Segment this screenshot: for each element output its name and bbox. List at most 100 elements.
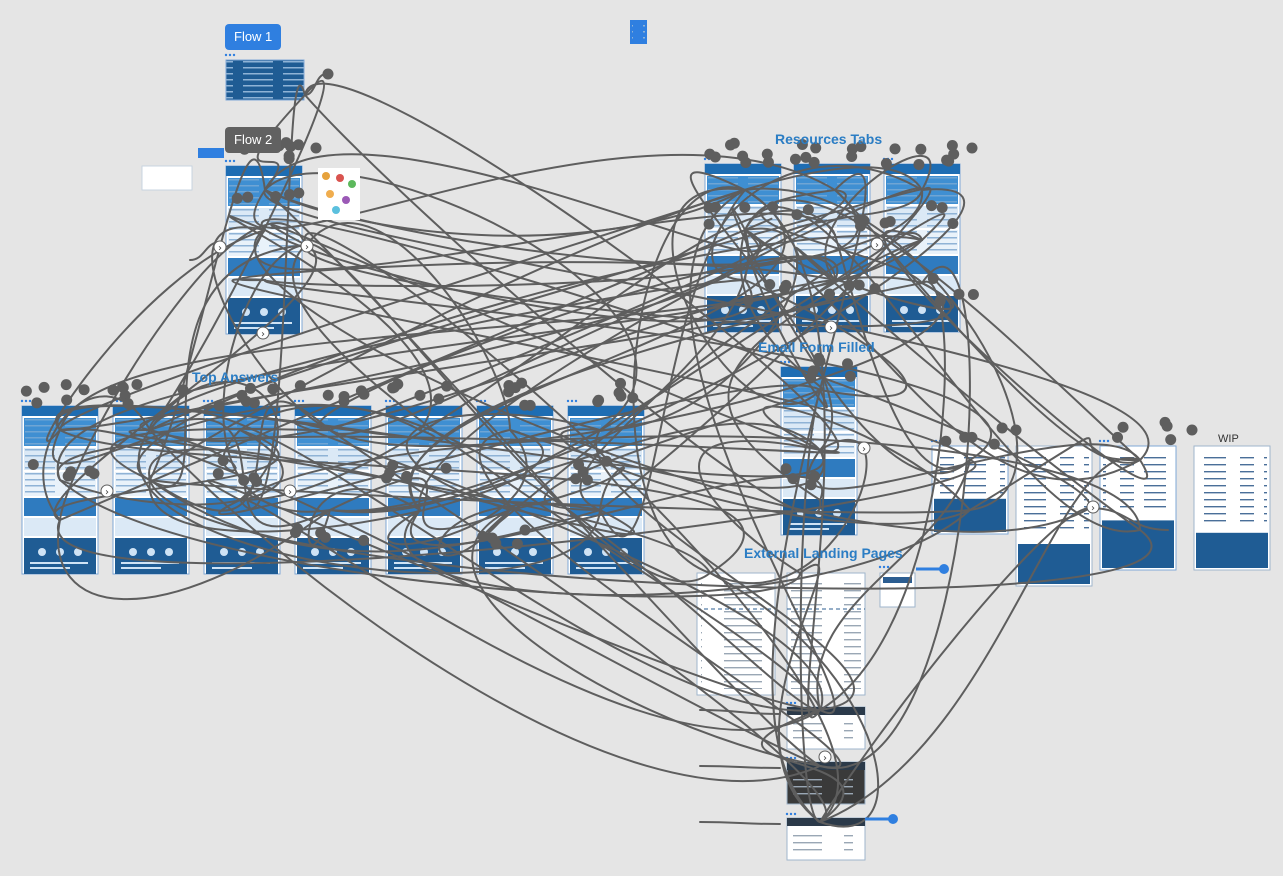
chevron-button xyxy=(256,326,270,340)
hotspot-node xyxy=(791,209,803,221)
connector-wire xyxy=(329,422,821,513)
connector-wire xyxy=(149,479,1153,590)
flow-1-artboard-lines xyxy=(226,60,304,100)
hotspot-node xyxy=(358,534,370,546)
hotspot-node xyxy=(248,472,260,484)
hotspot-node xyxy=(959,431,971,443)
chevron-button xyxy=(1086,500,1100,514)
connector-wire xyxy=(137,234,923,481)
connector-wire xyxy=(239,209,836,502)
hotspot-node xyxy=(787,473,799,485)
hotspot-node xyxy=(31,397,43,409)
hotspot-node xyxy=(1186,424,1198,436)
hotspot-node xyxy=(988,438,1000,450)
hotspot-node xyxy=(117,382,129,394)
chevron-icon: › xyxy=(829,323,833,334)
hotspot-node xyxy=(177,384,189,396)
wip-artboard-footer xyxy=(1196,532,1268,568)
flow-2-tab[interactable]: Flow 2 xyxy=(225,127,282,153)
hotspot-node xyxy=(934,295,946,307)
connector-wire xyxy=(303,232,840,823)
artboard-menu-dots xyxy=(793,756,797,760)
artboard-menu-dots xyxy=(785,812,789,816)
artboard-menu-dots xyxy=(793,701,797,705)
hotspot-node xyxy=(270,191,282,203)
hotspot-node xyxy=(704,148,716,160)
hotspot-node xyxy=(940,435,952,447)
hotspot-node xyxy=(761,148,773,160)
connector-wire xyxy=(149,380,279,501)
hotspot-node xyxy=(322,389,334,401)
hotspot-node xyxy=(780,463,792,475)
hotspot-node xyxy=(966,142,978,154)
hotspot-node xyxy=(248,397,260,409)
hotspot-node xyxy=(805,372,817,384)
hotspot-node xyxy=(310,142,322,154)
connector-wire xyxy=(744,189,923,281)
artboard-menu-dots xyxy=(703,157,707,161)
connector-wire xyxy=(744,206,1141,533)
hotspot-node xyxy=(477,530,489,542)
chevron-icon: › xyxy=(261,329,265,340)
hotspot-node xyxy=(800,151,812,163)
connector-wire xyxy=(418,187,923,511)
connector-wire xyxy=(478,429,842,769)
hotspot-node xyxy=(401,470,413,482)
hotspot-node xyxy=(843,279,855,291)
chevron-icon: › xyxy=(288,487,292,498)
hotspot-node xyxy=(244,382,256,394)
artboard-menu-dots xyxy=(1106,439,1110,443)
hotspot-node xyxy=(122,398,134,410)
connector-wire xyxy=(819,457,1141,823)
connector-wire xyxy=(149,479,971,514)
connector-wire xyxy=(698,440,821,574)
small-artboard-lines xyxy=(632,24,645,40)
hotspot-node xyxy=(879,217,891,229)
wip-artboard-lines xyxy=(1019,452,1089,534)
hotspot-node xyxy=(131,378,143,390)
artboard-menu-dots xyxy=(24,399,28,403)
artboard-menu-dots xyxy=(886,565,890,569)
chevron-icon: › xyxy=(218,243,222,254)
hotspot-node xyxy=(842,358,854,370)
flow-1-tab[interactable]: Flow 1 xyxy=(225,24,282,50)
hotspot-node xyxy=(844,370,856,382)
artboard-menu-dots xyxy=(483,399,487,403)
hotspot-node xyxy=(889,143,901,155)
connector-wire xyxy=(709,439,868,584)
hotspot-node xyxy=(490,537,502,549)
connector-wire xyxy=(128,428,711,574)
hotspot-layer[interactable]: ›››››››››› xyxy=(20,68,1198,825)
connector-wire xyxy=(834,234,971,470)
hotspot-node xyxy=(869,282,881,294)
artboard-menu-dots xyxy=(293,399,297,403)
hotspot-node xyxy=(1159,416,1171,428)
hotspot-node xyxy=(27,458,39,470)
artboard-menu-dots xyxy=(228,53,232,57)
hotspot-node xyxy=(355,385,367,397)
chevron-icon: › xyxy=(862,444,866,455)
artboard-menu-dots xyxy=(202,399,206,403)
hotspot-node xyxy=(519,524,531,536)
connector-wire xyxy=(264,172,638,431)
connector-wire xyxy=(239,498,821,731)
image-thumbnail-figure xyxy=(348,180,356,188)
artboard-menu-dots xyxy=(1102,439,1106,443)
hotspot-node xyxy=(294,380,306,392)
image-thumbnail-figure xyxy=(336,174,344,182)
artboard-menu-dots xyxy=(228,159,232,163)
connector-wire xyxy=(264,229,753,323)
artboard-menu-dots xyxy=(882,565,886,569)
artboard-menu-dots xyxy=(384,399,388,403)
connector-wire xyxy=(148,448,636,536)
hotspot-node xyxy=(627,392,639,404)
connector-wire xyxy=(264,153,760,253)
connector-wire xyxy=(405,413,601,511)
hotspot-node xyxy=(322,68,334,80)
screen-layer xyxy=(20,53,1271,587)
hotspot-node xyxy=(742,294,754,306)
connector-layer xyxy=(42,73,1169,828)
hotspot-node xyxy=(1112,431,1124,443)
connector-wire xyxy=(795,246,1141,531)
